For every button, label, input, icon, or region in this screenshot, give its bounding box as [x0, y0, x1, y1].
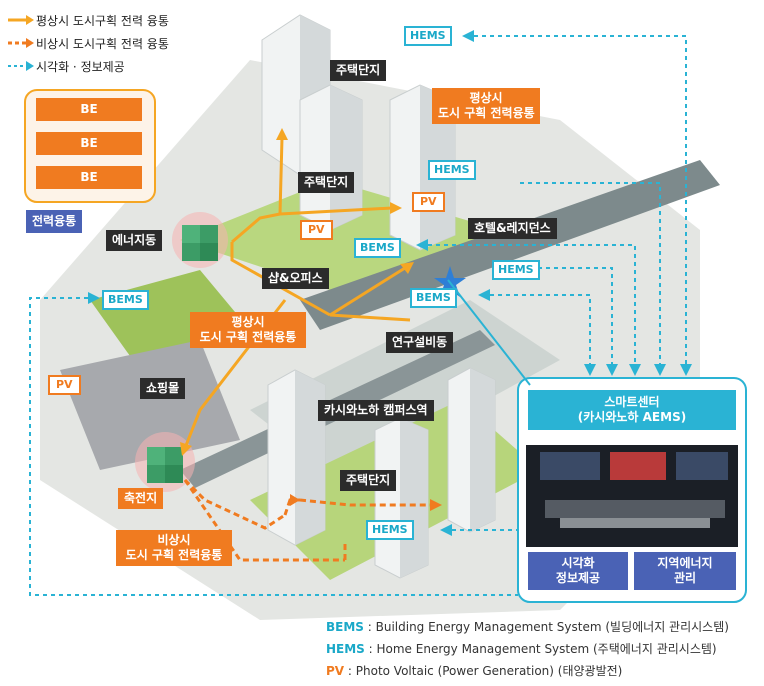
visual-info-line2: 정보제공: [555, 571, 601, 585]
housing-label-top: 주택단지: [330, 60, 387, 81]
smart-center-line1: 스마트센터: [604, 395, 660, 409]
shop-office-label: 샵&오피스: [262, 268, 329, 289]
footnote-hems: HEMS : Home Energy Management System (주택…: [326, 640, 717, 657]
normal-exchange-top-line1: 평상시: [469, 91, 503, 105]
emergency-exchange-line1: 비상시: [157, 533, 191, 547]
research-label: 연구설비동: [386, 332, 454, 353]
tower-mid: [299, 84, 363, 231]
normal-exchange-center-line1: 평상시: [231, 315, 265, 329]
housing-label-mid: 주택단지: [298, 172, 355, 193]
storage-label: 축전지: [118, 488, 164, 509]
hems-tag-hotel: HEMS: [428, 160, 476, 180]
shopping-mall-label: 쇼핑몰: [140, 378, 186, 399]
footnote-hems-abbr: HEMS: [326, 642, 365, 656]
footnote-pv-text: : Photo Voltaic (Power Generation) (태양광발…: [344, 664, 623, 678]
emergency-arrowheads: [290, 494, 442, 511]
housing-label-bottom: 주택단지: [340, 470, 397, 491]
normal-exchange-center-label: 평상시 도시 구획 전력융통: [190, 312, 306, 348]
campus-station-label: 카시와노하 캠퍼스역: [318, 400, 434, 421]
smart-center-title: 스마트센터 (카시와노하 AEMS): [528, 390, 736, 430]
tower-campus-right: [447, 367, 496, 533]
legend-emergency: 비상시 도시구획 전력 융통: [36, 37, 169, 51]
bems-tag-shop: BEMS: [354, 238, 401, 258]
normal-exchange-top-line2: 도시 구획 전력융통: [438, 106, 535, 120]
normal-exchange-arrowheads: [180, 128, 414, 456]
hotel-residence-label: 호텔&레지던스: [468, 218, 557, 239]
legend-info: 시각화 · 정보제공: [36, 60, 125, 74]
legend-normal: 평상시 도시구획 전력 융통: [36, 14, 169, 28]
normal-exchange-center-line2: 도시 구획 전력융통: [199, 330, 297, 344]
regional-energy-line2: 관리: [673, 571, 697, 585]
visual-info-box: 시각화 정보제공: [528, 552, 628, 590]
bems-tag-mall: BEMS: [102, 290, 149, 310]
tower-campus-left: [267, 369, 326, 546]
be-box-3: BE: [36, 166, 142, 189]
emergency-exchange-line2: 도시 구획 전력융통: [125, 548, 223, 562]
emergency-exchange-label: 비상시 도시 구획 전력융통: [116, 530, 232, 566]
info-arrows: [29, 35, 687, 596]
normal-exchange-top-label: 평상시 도시 구획 전력융통: [432, 88, 540, 124]
control-room-photo: [526, 445, 738, 547]
hems-tag-station: HEMS: [492, 260, 540, 280]
storage-cubes: [135, 432, 195, 492]
info-arrowheads: [88, 30, 692, 536]
footnote-pv: PV : Photo Voltaic (Power Generation) (태…: [326, 662, 622, 679]
footnote-hems-text: : Home Energy Management System (주택에너지 관…: [364, 642, 717, 656]
regional-energy-line1: 지역에너지: [657, 556, 713, 570]
pv-tag-hotel: PV: [412, 192, 445, 212]
hems-tag-top: HEMS: [404, 26, 452, 46]
bems-tag-research: BEMS: [410, 288, 457, 308]
footnote-bems: BEMS : Building Energy Management System…: [326, 618, 729, 635]
pv-tag-shop: PV: [300, 220, 333, 240]
be-box-2: BE: [36, 132, 142, 155]
footnote-pv-abbr: PV: [326, 664, 345, 678]
smart-center-line2: (카시와노하 AEMS): [577, 410, 687, 424]
energy-building-cubes: [172, 212, 228, 268]
hems-tag-bottom: HEMS: [366, 520, 414, 540]
tower-housing-bottom: [374, 417, 429, 579]
legend-symbols: [8, 15, 34, 71]
energy-building-label: 에너지동: [106, 230, 163, 251]
power-exchange-tag: 전력융통: [26, 210, 83, 233]
be-box-1: BE: [36, 98, 142, 121]
footnote-bems-abbr: BEMS: [326, 620, 364, 634]
regional-energy-box: 지역에너지 관리: [634, 552, 736, 590]
shopping-roof: [60, 340, 240, 470]
pv-tag-mall: PV: [48, 375, 81, 395]
footnote-bems-text: : Building Energy Management System (빌딩에…: [363, 620, 729, 634]
visual-info-line1: 시각화: [561, 556, 595, 570]
